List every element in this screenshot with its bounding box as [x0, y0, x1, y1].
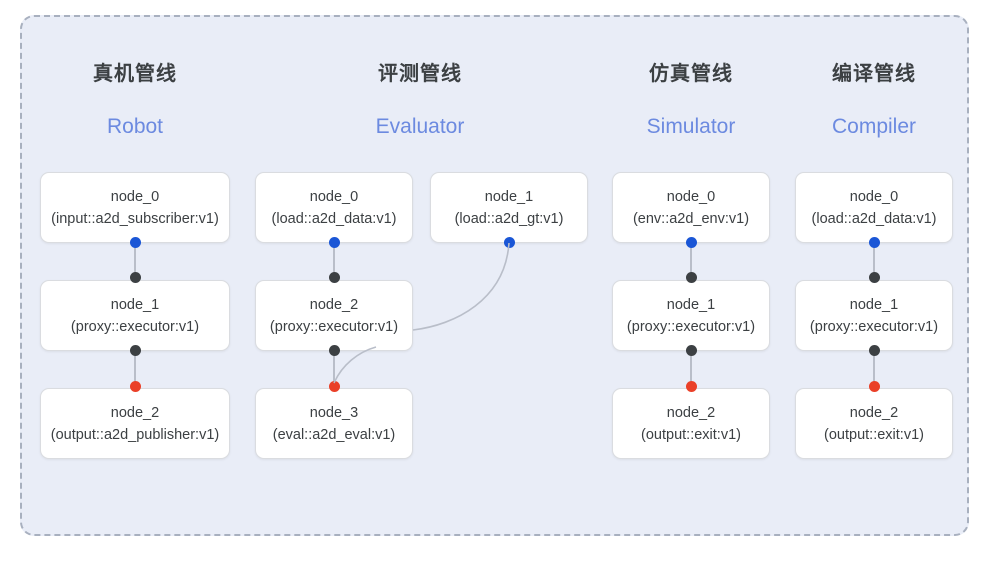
node-evaluator-1-gt[interactable]: node_1 (load::a2d_gt:v1)	[430, 172, 588, 243]
node-type: (eval::a2d_eval:v1)	[272, 426, 396, 443]
edge-compiler-1-2	[873, 351, 875, 388]
column-title-en-compiler: Compiler	[831, 115, 917, 138]
port-in-error-icon[interactable]	[129, 381, 141, 392]
edge-compiler-0-1	[873, 243, 875, 280]
node-type: (output::exit:v1)	[641, 426, 741, 443]
node-type: (proxy::executor:v1)	[809, 318, 939, 335]
port-out-icon[interactable]	[868, 345, 880, 356]
port-out-icon[interactable]	[328, 237, 340, 248]
node-id: node_1	[666, 296, 716, 313]
node-robot-2[interactable]: node_2 (output::a2d_publisher:v1)	[40, 388, 230, 459]
column-header-compiler: 编译管线 Compiler	[774, 60, 974, 142]
node-id: node_0	[849, 188, 899, 205]
port-out-icon-gt[interactable]	[503, 237, 515, 248]
node-simulator-0[interactable]: node_0 (env::a2d_env:v1)	[612, 172, 770, 243]
node-type: (proxy::executor:v1)	[70, 318, 200, 335]
node-type: (proxy::executor:v1)	[626, 318, 756, 335]
edge-simulator-1-2	[690, 351, 692, 388]
node-simulator-2[interactable]: node_2 (output::exit:v1)	[612, 388, 770, 459]
port-in-error-icon[interactable]	[328, 381, 340, 392]
port-in-icon[interactable]	[685, 272, 697, 283]
node-type: (env::a2d_env:v1)	[632, 210, 750, 227]
node-id: node_1	[484, 188, 534, 205]
port-in-icon[interactable]	[328, 272, 340, 283]
node-type: (load::a2d_data:v1)	[811, 210, 937, 227]
node-robot-0[interactable]: node_0 (input::a2d_subscriber:v1)	[40, 172, 230, 243]
port-in-error-icon[interactable]	[685, 381, 697, 392]
port-in-icon[interactable]	[868, 272, 880, 283]
edge-robot-1-2	[134, 351, 136, 388]
node-compiler-0[interactable]: node_0 (load::a2d_data:v1)	[795, 172, 953, 243]
node-id: node_2	[666, 404, 716, 421]
node-evaluator-2[interactable]: node_2 (proxy::executor:v1)	[255, 280, 413, 351]
node-type: (load::a2d_gt:v1)	[454, 210, 564, 227]
node-type: (output::a2d_publisher:v1)	[50, 426, 220, 443]
node-id: node_2	[849, 404, 899, 421]
port-in-icon[interactable]	[129, 272, 141, 283]
node-id: node_2	[110, 404, 160, 421]
column-header-robot: 真机管线 Robot	[35, 60, 235, 142]
port-out-icon[interactable]	[868, 237, 880, 248]
node-type: (proxy::executor:v1)	[269, 318, 399, 335]
port-in-error-icon[interactable]	[868, 381, 880, 392]
port-out-icon[interactable]	[685, 345, 697, 356]
port-out-icon[interactable]	[129, 237, 141, 248]
column-header-simulator: 仿真管线 Simulator	[591, 60, 791, 142]
node-robot-1[interactable]: node_1 (proxy::executor:v1)	[40, 280, 230, 351]
node-type: (load::a2d_data:v1)	[271, 210, 397, 227]
column-title-en-simulator: Simulator	[646, 115, 736, 138]
node-id: node_2	[309, 296, 359, 313]
node-type: (input::a2d_subscriber:v1)	[51, 210, 219, 227]
node-id: node_0	[309, 188, 359, 205]
column-title-cn-robot: 真机管线	[93, 63, 177, 85]
node-id: node_0	[110, 188, 160, 205]
edge-simulator-0-1	[690, 243, 692, 280]
node-id: node_3	[309, 404, 359, 421]
node-id: node_0	[666, 188, 716, 205]
node-evaluator-3[interactable]: node_3 (eval::a2d_eval:v1)	[255, 388, 413, 459]
port-out-icon[interactable]	[328, 345, 340, 356]
column-title-en-robot: Robot	[106, 115, 164, 138]
node-compiler-1[interactable]: node_1 (proxy::executor:v1)	[795, 280, 953, 351]
node-evaluator-0[interactable]: node_0 (load::a2d_data:v1)	[255, 172, 413, 243]
node-compiler-2[interactable]: node_2 (output::exit:v1)	[795, 388, 953, 459]
node-type: (output::exit:v1)	[824, 426, 924, 443]
node-simulator-1[interactable]: node_1 (proxy::executor:v1)	[612, 280, 770, 351]
column-title-cn-compiler: 编译管线	[832, 63, 916, 85]
column-header-evaluator: 评测管线 Evaluator	[320, 60, 520, 142]
column-title-en-evaluator: Evaluator	[375, 115, 465, 138]
node-id: node_1	[110, 296, 160, 313]
port-out-icon[interactable]	[129, 345, 141, 356]
edge-evaluator-0-2	[333, 243, 335, 280]
column-title-cn-evaluator: 评测管线	[378, 63, 462, 85]
node-id: node_1	[849, 296, 899, 313]
edge-robot-0-1	[134, 243, 136, 280]
port-out-icon[interactable]	[685, 237, 697, 248]
column-title-cn-simulator: 仿真管线	[649, 63, 733, 85]
